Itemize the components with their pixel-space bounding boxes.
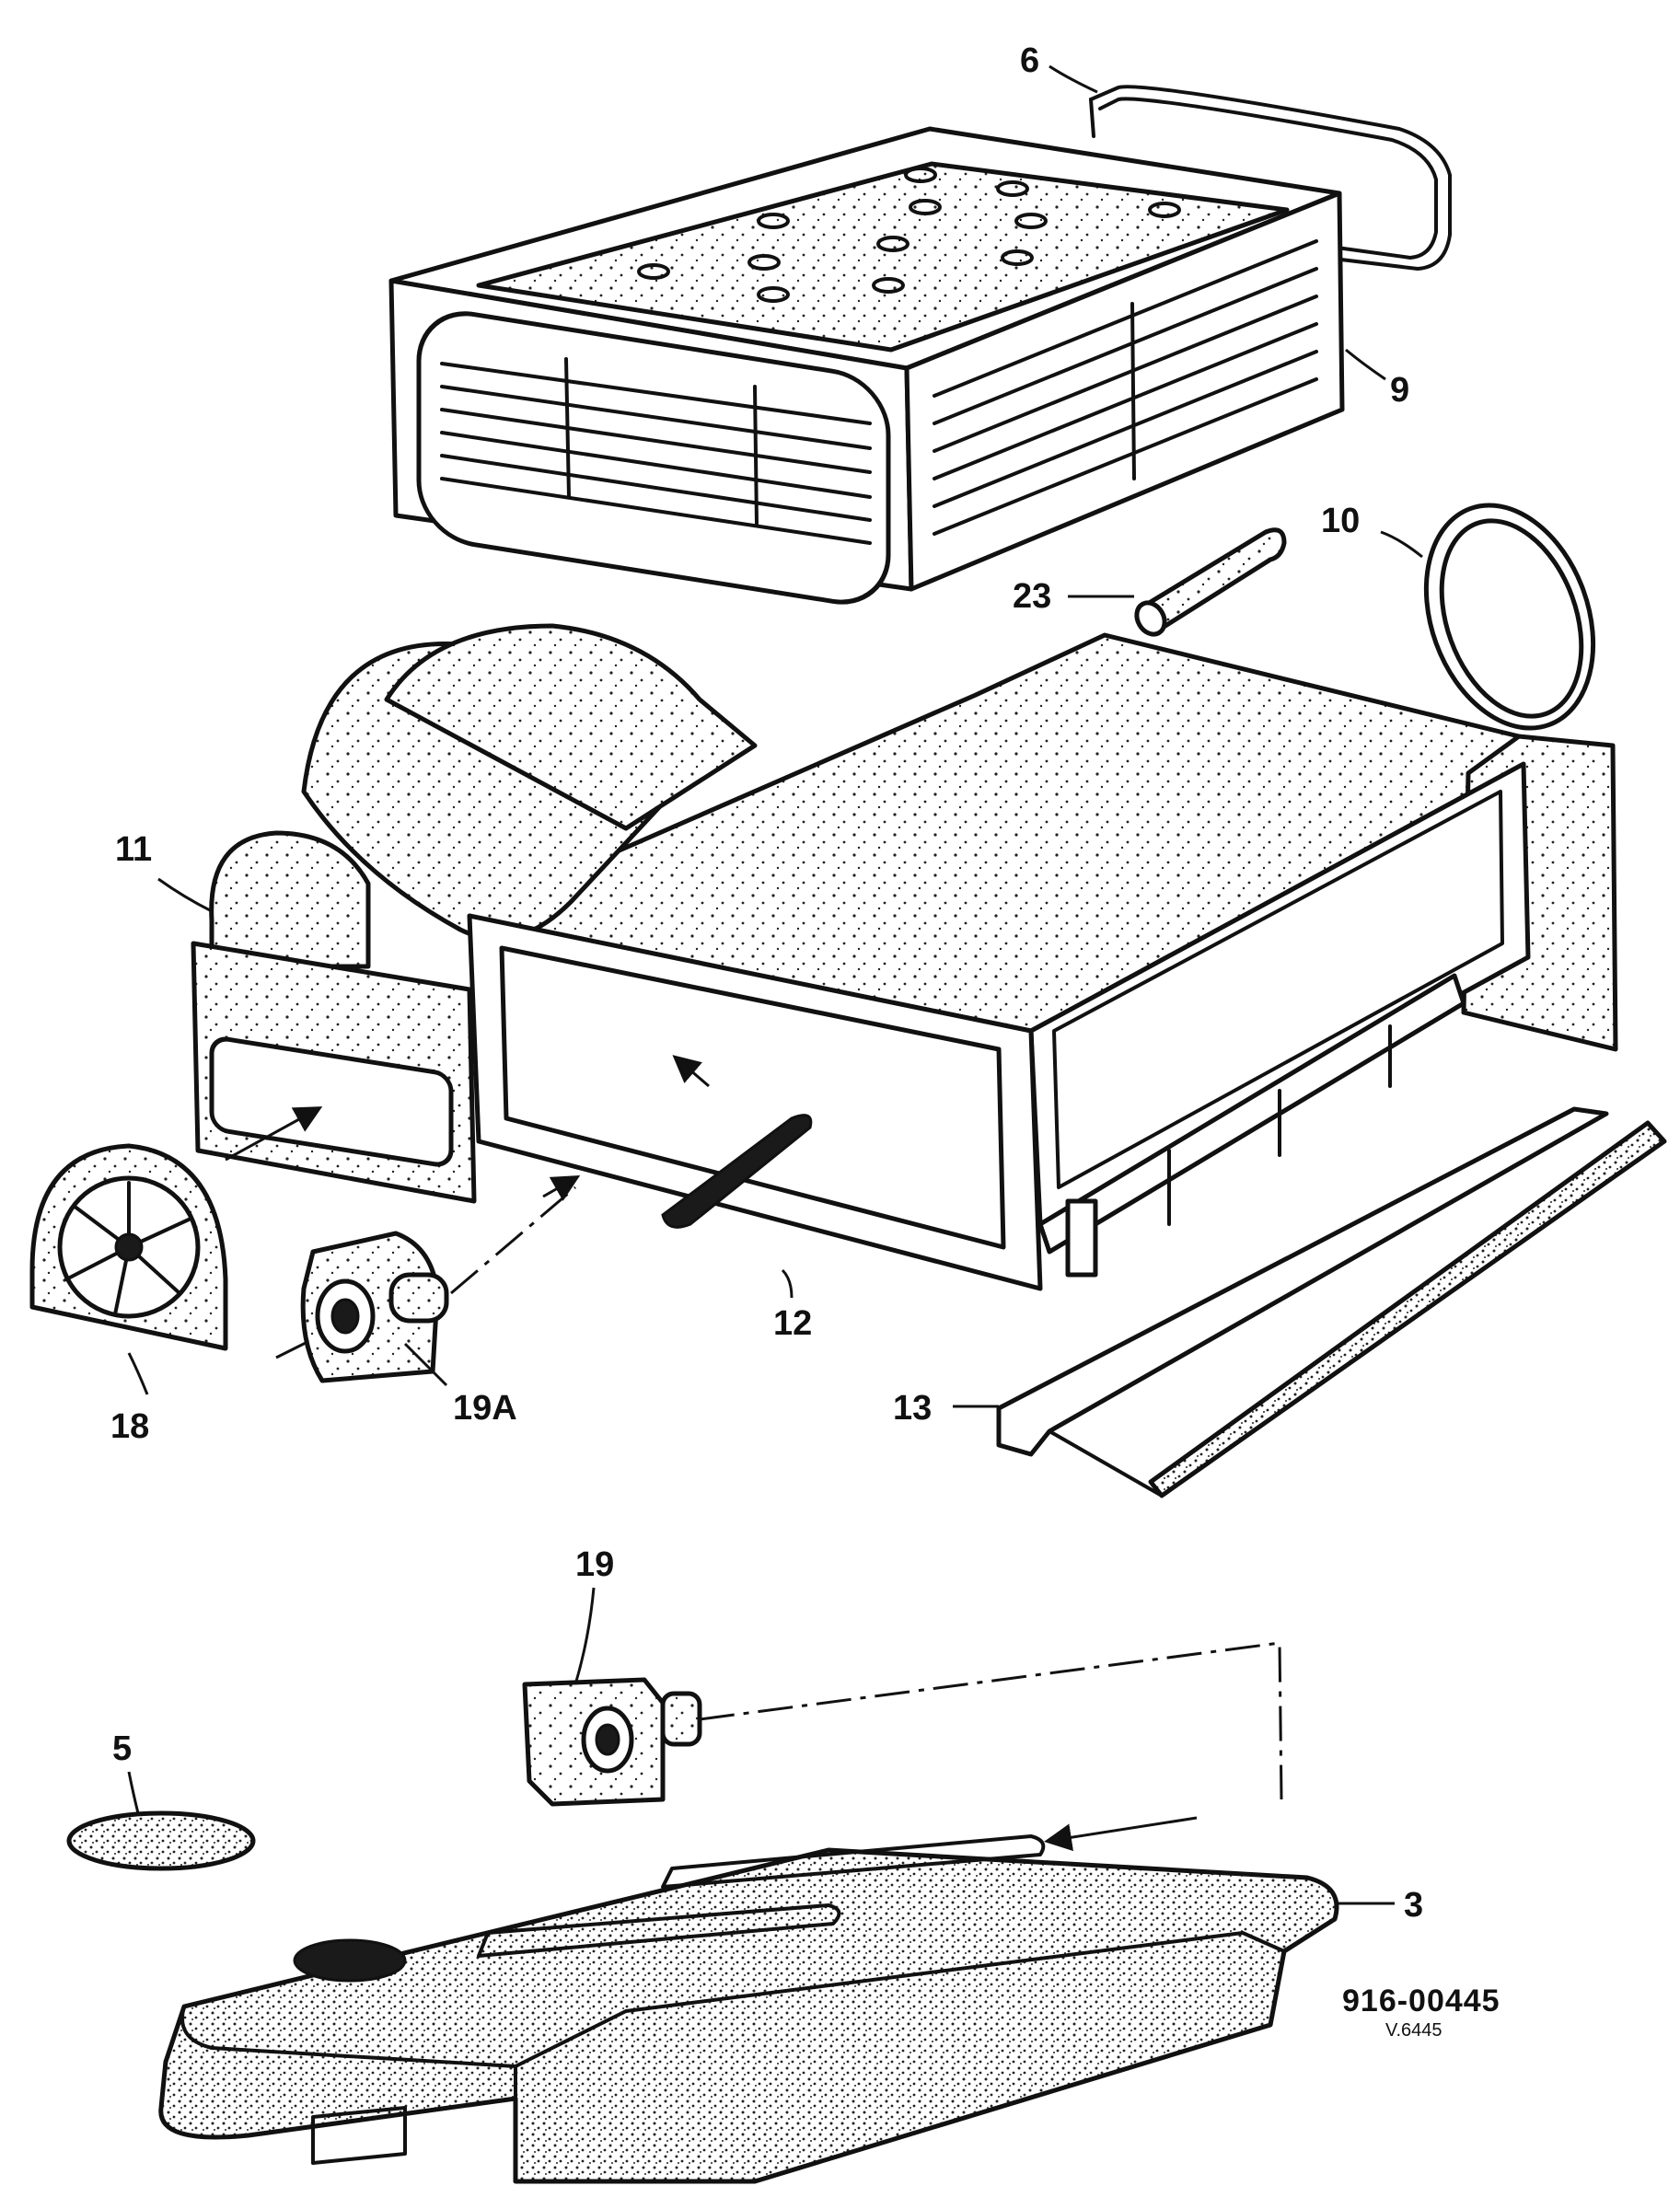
part-10-ring	[1423, 503, 1596, 731]
drawing-subcode: V.6445	[1385, 2020, 1442, 2041]
part-11-blower-housing	[191, 830, 477, 1204]
part-13-strip	[996, 1106, 1667, 1498]
callout-19a: 19A	[453, 1389, 517, 1428]
side-fins	[933, 239, 1318, 536]
part-9-condenser	[388, 126, 1345, 605]
part-23-tube	[1134, 527, 1287, 637]
callout-19: 19	[575, 1545, 614, 1584]
top-holes	[637, 167, 1181, 303]
callout-leaders	[127, 64, 1423, 1905]
part-12-duct-housing	[301, 623, 1618, 1291]
callout-9: 9	[1390, 371, 1409, 410]
callout-10: 10	[1321, 502, 1360, 540]
part-3-base	[158, 1834, 1339, 2184]
drawing-code: 916-00445	[1342, 1983, 1500, 2018]
callout-12: 12	[773, 1304, 812, 1343]
callout-5: 5	[112, 1729, 132, 1768]
callout-11: 11	[115, 830, 152, 869]
part-6-gasket	[1089, 85, 1452, 271]
callout-23: 23	[1013, 577, 1051, 616]
part-19a-sensor	[275, 1175, 581, 1383]
part-5-cap	[66, 1810, 256, 1871]
callout-3: 3	[1404, 1886, 1423, 1925]
callout-18: 18	[110, 1407, 149, 1446]
callout-6: 6	[1020, 41, 1039, 80]
front-fins	[440, 357, 872, 545]
part-18-fan	[29, 1143, 228, 1351]
part-19-bracket	[522, 1641, 1283, 1852]
callout-13: 13	[893, 1389, 932, 1428]
